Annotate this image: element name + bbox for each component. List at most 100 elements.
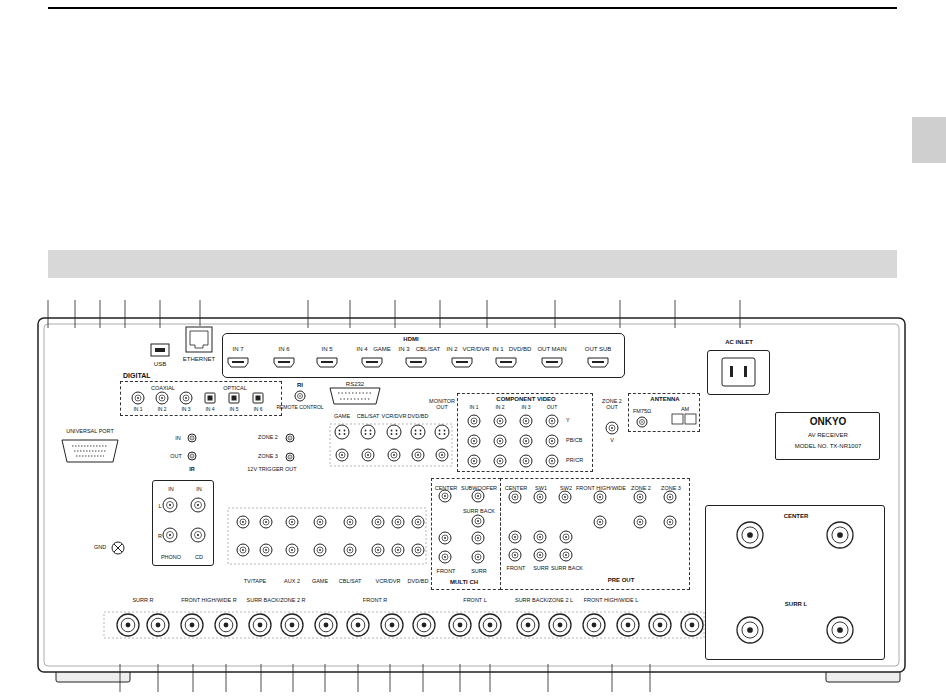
panel-label: UNIVERSAL PORT — [66, 428, 114, 434]
rca-jack-core — [317, 547, 323, 553]
optical-jack — [205, 393, 215, 403]
rca-jack — [132, 392, 144, 404]
panel-label: V — [610, 437, 614, 443]
speaker-terminal-hole — [156, 623, 161, 628]
rca-jack-core — [167, 532, 174, 539]
rca-jack-core — [195, 532, 202, 539]
rca-jack-core — [289, 519, 295, 525]
rca-jack — [163, 498, 177, 512]
group-heading: DIGITAL — [123, 372, 150, 380]
speaker-terminal — [827, 617, 853, 643]
rca-jack — [439, 490, 451, 502]
rca-jack-pin — [565, 554, 567, 556]
rca-jack — [520, 415, 532, 427]
rca-jack-core — [512, 552, 518, 558]
speaker-terminal — [215, 614, 237, 636]
rca-jack-pin — [197, 504, 199, 506]
s-video-pin — [444, 433, 446, 435]
optical-jack-shutter — [232, 396, 237, 401]
rca-jack-pin — [539, 536, 541, 538]
s-video-pin — [439, 430, 441, 432]
hdmi-jack-tongue — [232, 361, 244, 363]
hdmi-jack-tongue — [456, 361, 468, 363]
rca-jack-core — [288, 455, 292, 459]
speaker-terminal-hole — [422, 623, 427, 628]
panel-text: SURR — [471, 568, 487, 574]
rca-jack — [191, 498, 205, 512]
rca-jack-core — [597, 494, 603, 500]
rca-jack — [237, 544, 249, 556]
hdmi-jack — [362, 358, 382, 367]
panel-label: CBL/SAT — [416, 346, 441, 353]
s-video-pin — [339, 433, 341, 435]
speaker-terminal-hole — [290, 623, 295, 628]
rca-jack-pin — [441, 454, 443, 456]
rca-jack-core — [442, 535, 448, 541]
rca-jack-core — [298, 394, 303, 399]
panel-text: R — [158, 533, 162, 539]
rca-jack — [156, 392, 168, 404]
rca-jack-pin — [539, 554, 541, 556]
panel-label: IN 1 — [492, 346, 503, 353]
rca-jack — [560, 549, 572, 561]
group-heading: CENTER — [784, 513, 809, 520]
speaker-terminal-cap — [319, 618, 333, 632]
panel-text: CD — [195, 554, 203, 560]
s-video-pin — [415, 433, 417, 435]
panel-label: IR — [189, 466, 195, 472]
rca-jack — [494, 435, 506, 447]
panel-label: TV/TAPE — [244, 578, 267, 584]
rca-jack-pin — [499, 420, 501, 422]
rca-jack-core — [475, 493, 481, 499]
rca-jack-pin — [299, 395, 301, 397]
rca-jack-core — [512, 534, 518, 540]
hdmi-jack — [542, 358, 562, 367]
hdmi-jack — [588, 358, 608, 367]
speaker-terminal — [315, 614, 337, 636]
rca-jack — [180, 392, 192, 404]
rca-jack — [439, 551, 451, 563]
hdmi-jack-tongue — [500, 361, 512, 363]
rca-jack — [286, 516, 298, 528]
rca-jack-pin — [341, 454, 343, 456]
rca-jack — [494, 455, 506, 467]
rca-jack-pin — [349, 521, 351, 523]
rca-jack-core — [475, 554, 481, 560]
rca-jack-pin — [639, 496, 641, 498]
rca-jack-pin — [169, 534, 171, 536]
rca-jack — [392, 516, 404, 528]
optical-jack — [253, 393, 263, 403]
panel-label: OUT MAIN — [537, 346, 566, 353]
rca-jack-pin — [477, 556, 479, 558]
rca-jack — [637, 417, 647, 427]
rca-jack — [372, 516, 384, 528]
rca-jack-core — [183, 395, 189, 401]
rca-jack-pin — [417, 454, 419, 456]
rca-jack-pin — [477, 495, 479, 497]
rca-jack — [436, 449, 448, 461]
group-heading: CENTER — [435, 485, 458, 491]
speaker-terminal-block: CENTERSURR L — [705, 505, 885, 660]
rca-jack-core — [497, 418, 503, 424]
panel-label: DVD/BD — [408, 578, 429, 584]
panel-text: FM75Ω — [633, 408, 651, 414]
rca-jack-core — [190, 454, 194, 458]
hdmi-jack — [496, 358, 516, 367]
s-video-pin — [339, 430, 341, 432]
ac-inlet: AC INLET — [707, 350, 770, 395]
rca-jack-pin — [499, 460, 501, 462]
audio-input-area — [228, 508, 426, 564]
rca-jack-pin — [291, 521, 293, 523]
panel-label: GND — [94, 544, 106, 550]
hdmi-jack-tongue — [278, 361, 290, 363]
speaker-terminal-hole — [558, 623, 563, 628]
panel-label: RS232 — [346, 381, 364, 388]
rca-jack-pin — [289, 437, 290, 438]
rca-jack-core — [391, 452, 397, 458]
panel-label: OUT — [547, 405, 558, 411]
s-video-pin — [370, 433, 372, 435]
rca-jack — [520, 455, 532, 467]
panel-label: IN 7 — [232, 346, 243, 353]
speaker-terminal-cap — [253, 618, 267, 632]
speaker-terminal-hole — [658, 623, 663, 628]
